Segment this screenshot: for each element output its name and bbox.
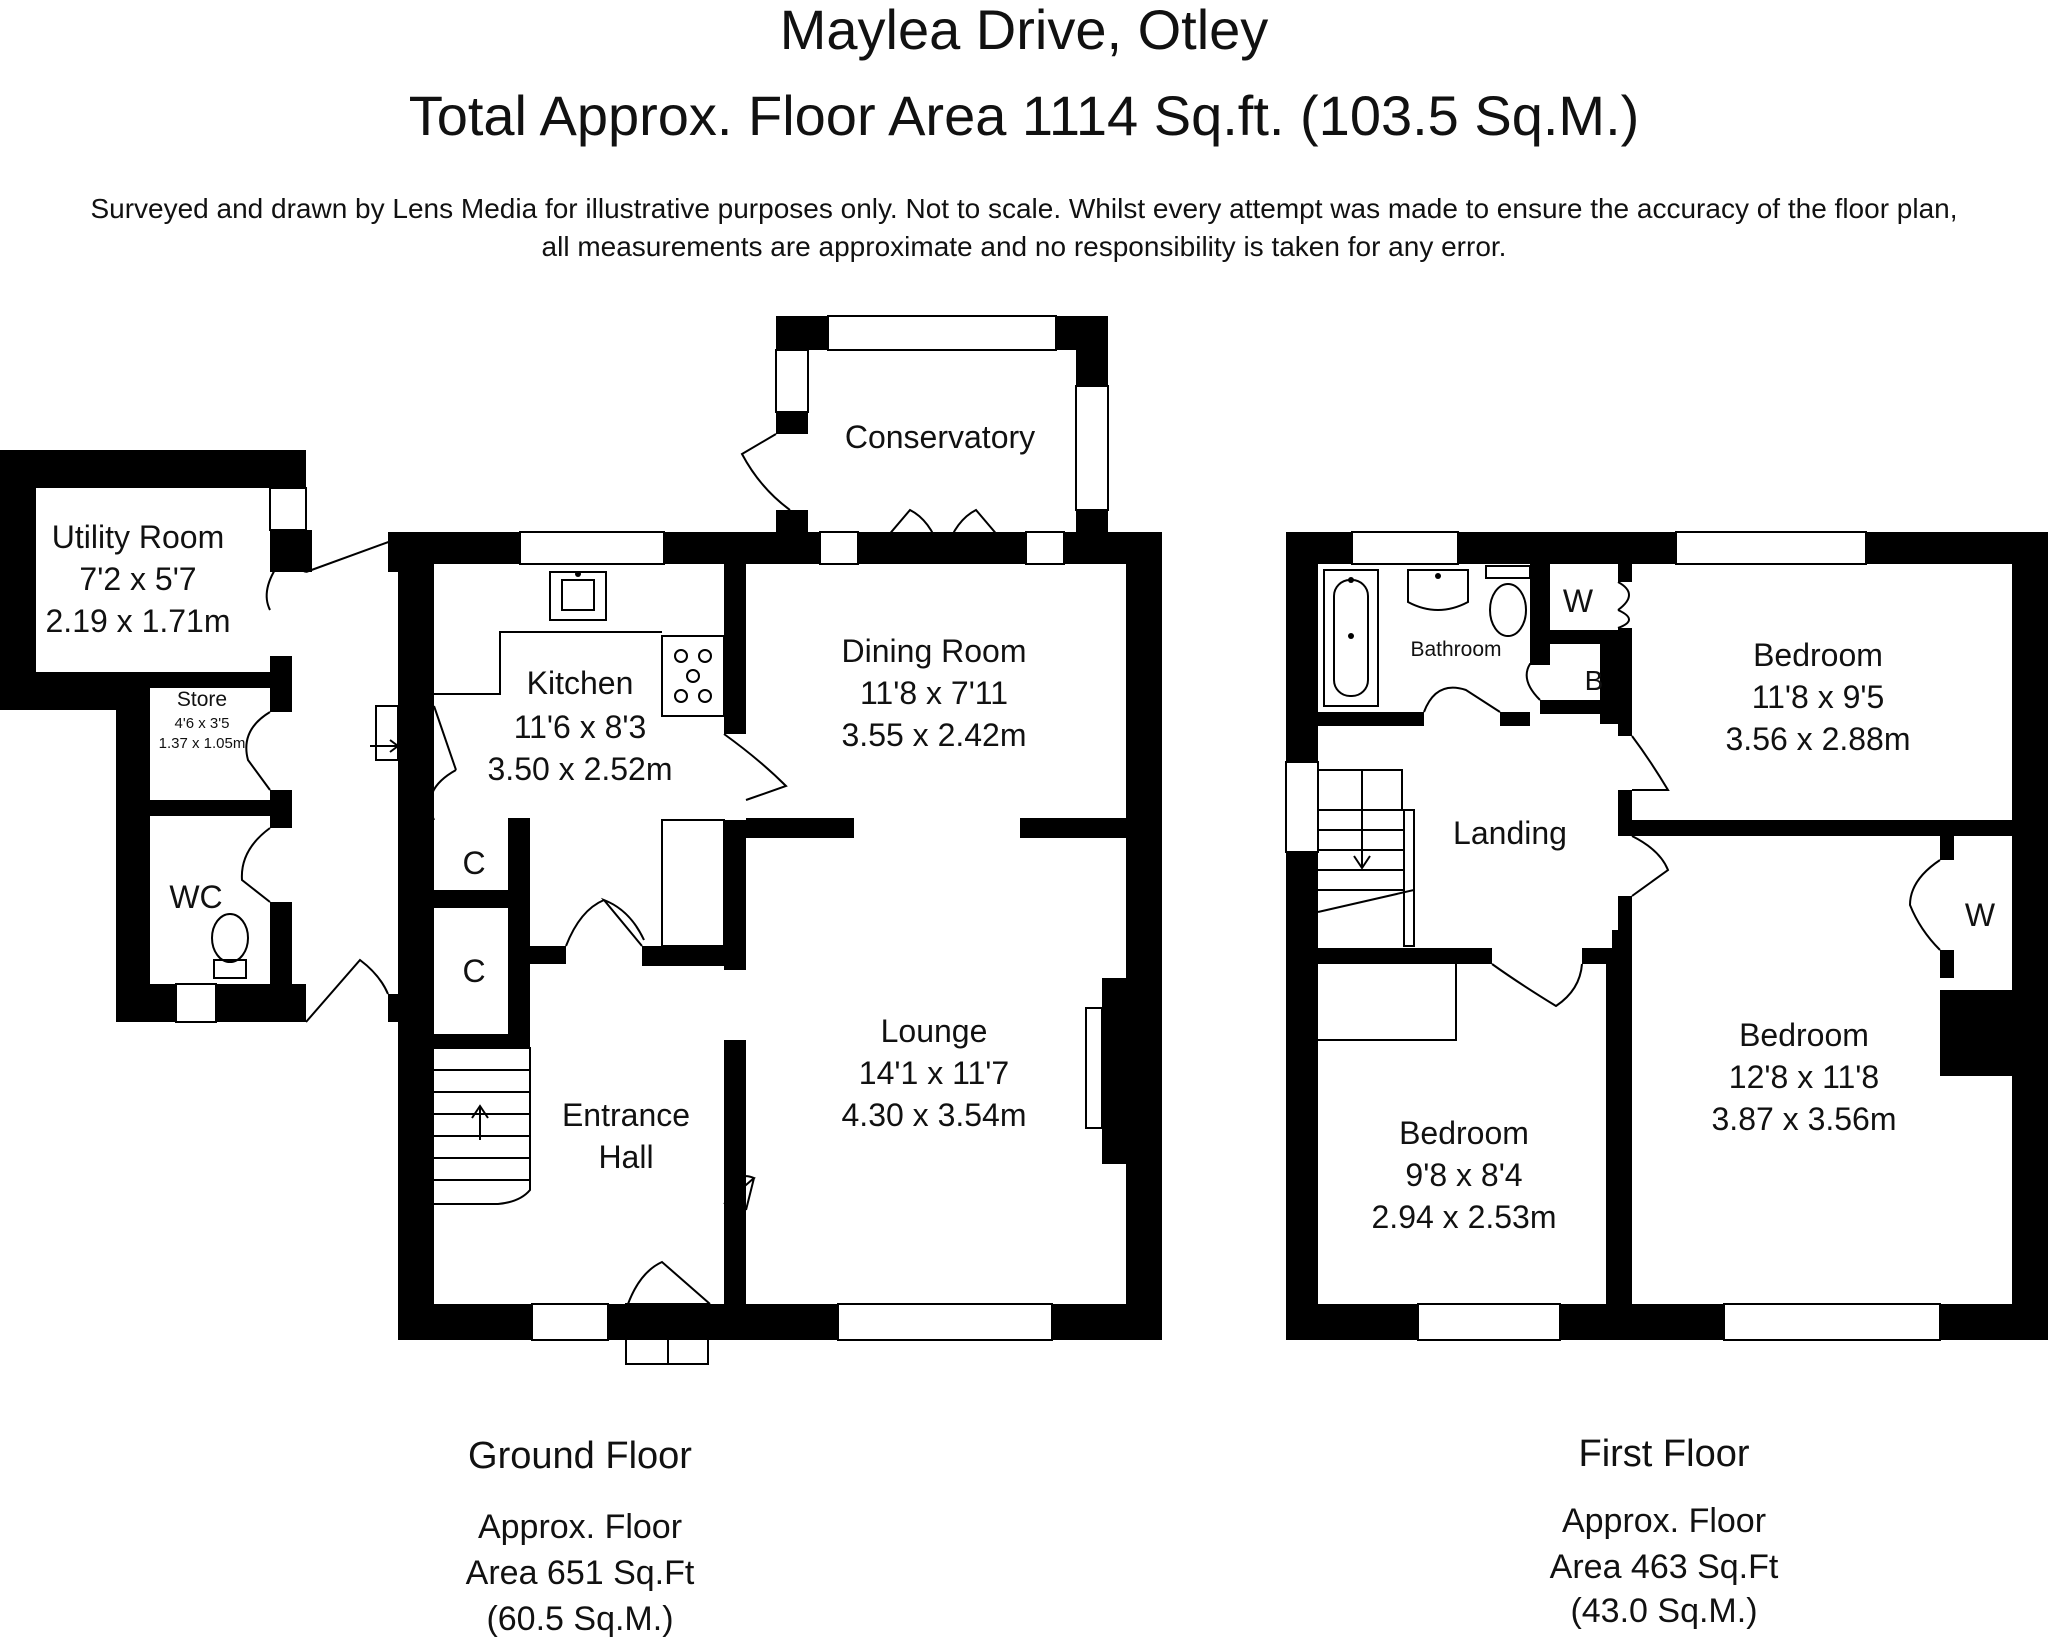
room-store-imperial: 4'6 x 3'5 bbox=[175, 715, 230, 732]
room-utility-metric: 2.19 x 1.71m bbox=[46, 603, 231, 639]
room-cupboard-1: C bbox=[462, 845, 485, 881]
room-bedroom-2-metric: 3.87 x 3.56m bbox=[1712, 1101, 1897, 1137]
room-bedroom-1-name: Bedroom bbox=[1753, 637, 1883, 673]
room-bedroom-3-name: Bedroom bbox=[1399, 1115, 1529, 1151]
room-bedroom-2-name: Bedroom bbox=[1739, 1017, 1869, 1053]
first-floor-caption: First Floor bbox=[1579, 1433, 1750, 1475]
disclaimer-line-1: Surveyed and drawn by Lens Media for ill… bbox=[90, 193, 1958, 224]
room-dining-imperial: 11'8 x 7'11 bbox=[860, 675, 1008, 711]
room-conservatory: Conservatory bbox=[845, 419, 1035, 455]
room-wc: WC bbox=[169, 879, 222, 915]
room-bedroom-3-metric: 2.94 x 2.53m bbox=[1372, 1199, 1557, 1235]
room-lounge-imperial: 14'1 x 11'7 bbox=[859, 1055, 1009, 1091]
room-store-name: Store bbox=[177, 688, 227, 711]
room-utility-name: Utility Room bbox=[52, 519, 224, 555]
ground-floor-caption: Ground Floor bbox=[468, 1435, 692, 1477]
room-hall-name-1: Entrance bbox=[562, 1097, 690, 1133]
room-kitchen-imperial: 11'6 x 8'3 bbox=[514, 709, 647, 745]
ground-floor-area-1: Approx. Floor bbox=[478, 1508, 682, 1546]
room-dining-name: Dining Room bbox=[842, 633, 1027, 669]
first-floor-walls bbox=[1286, 532, 2048, 1340]
first-floor-area-1: Approx. Floor bbox=[1562, 1502, 1766, 1540]
disclaimer-line-2: all measurements are approximate and no … bbox=[541, 231, 1507, 262]
ground-floor-walls bbox=[0, 316, 1162, 1340]
room-utility-imperial: 7'2 x 5'7 bbox=[79, 561, 196, 597]
room-store-metric: 1.37 x 1.05m bbox=[159, 735, 246, 752]
room-kitchen-name: Kitchen bbox=[527, 665, 634, 701]
room-wardrobe-2: W bbox=[1965, 897, 1996, 933]
total-floor-area: Total Approx. Floor Area 1114 Sq.ft. (10… bbox=[408, 84, 1640, 147]
room-bedroom-1-imperial: 11'8 x 9'5 bbox=[1752, 679, 1885, 715]
room-cupboard-2: C bbox=[462, 953, 485, 989]
room-dining-metric: 3.55 x 2.42m bbox=[842, 717, 1027, 753]
room-landing: Landing bbox=[1453, 815, 1567, 851]
room-lounge-name: Lounge bbox=[881, 1013, 988, 1049]
plan-title: Maylea Drive, Otley bbox=[779, 0, 1269, 61]
first-floor-area-2: Area 463 Sq.Ft bbox=[1550, 1548, 1779, 1586]
first-floor-doors-fixtures bbox=[1317, 565, 1941, 1041]
room-bedroom-1-metric: 3.56 x 2.88m bbox=[1726, 721, 1911, 757]
ground-floor-area-2: Area 651 Sq.Ft bbox=[466, 1554, 695, 1592]
room-bathroom: Bathroom bbox=[1410, 638, 1501, 661]
ground-floor-area-3: (60.5 Sq.M.) bbox=[486, 1600, 673, 1638]
first-floor-area-3: (43.0 Sq.M.) bbox=[1570, 1592, 1757, 1630]
room-kitchen-metric: 3.50 x 2.52m bbox=[488, 751, 673, 787]
room-lounge-metric: 4.30 x 3.54m bbox=[842, 1097, 1027, 1133]
room-wardrobe-1: W bbox=[1563, 583, 1594, 619]
room-hall-name-2: Hall bbox=[598, 1139, 653, 1175]
ground-floor-doors-fixtures bbox=[211, 433, 1011, 1365]
room-bedroom-3-imperial: 9'8 x 8'4 bbox=[1405, 1157, 1522, 1193]
first-floor-windows bbox=[1285, 531, 1941, 1341]
room-bedroom-2-imperial: 12'8 x 11'8 bbox=[1729, 1059, 1879, 1095]
ground-floor-windows bbox=[175, 315, 1109, 1341]
room-boiler: B bbox=[1585, 665, 1604, 696]
